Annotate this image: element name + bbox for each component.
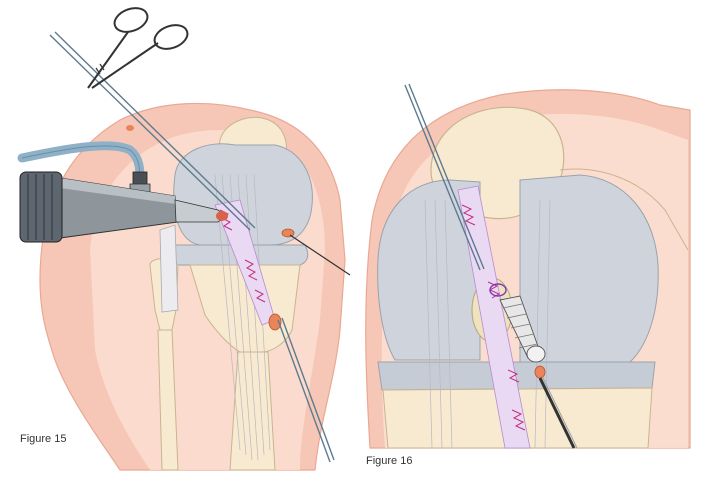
portal-marker [126, 125, 134, 131]
graft-tendon-16 [457, 185, 531, 449]
arthroscope-icon [19, 171, 228, 243]
screwdriver-shaft [538, 377, 576, 449]
figure-16-caption: Figure 16 [366, 455, 413, 467]
femur-outline-16 [559, 168, 689, 251]
needle-wire [289, 234, 351, 276]
lateral-condyle-16 [519, 174, 659, 363]
tunnel-exit-marker [268, 313, 282, 331]
guide-wire-16 [404, 83, 485, 271]
lateral-tendon [159, 224, 179, 313]
tibia-shaft [229, 351, 276, 471]
screwdriver-highlight [542, 377, 578, 449]
fibula-shaft [157, 329, 179, 471]
forceps-icon [87, 7, 189, 89]
guide-wire-icon [49, 31, 335, 463]
screw-tip-marker [534, 365, 546, 379]
figure-15-caption: Figure 15 [20, 433, 67, 445]
figure-16-illustration [365, 83, 691, 449]
screw-icon [499, 295, 546, 379]
figure-15-illustration [17, 7, 351, 471]
tunnel-marker-16 [489, 283, 507, 297]
medial-condyle-16 [377, 179, 481, 361]
arthroscope-hose-edge [21, 145, 141, 181]
ligament-strands-16 [424, 199, 551, 449]
